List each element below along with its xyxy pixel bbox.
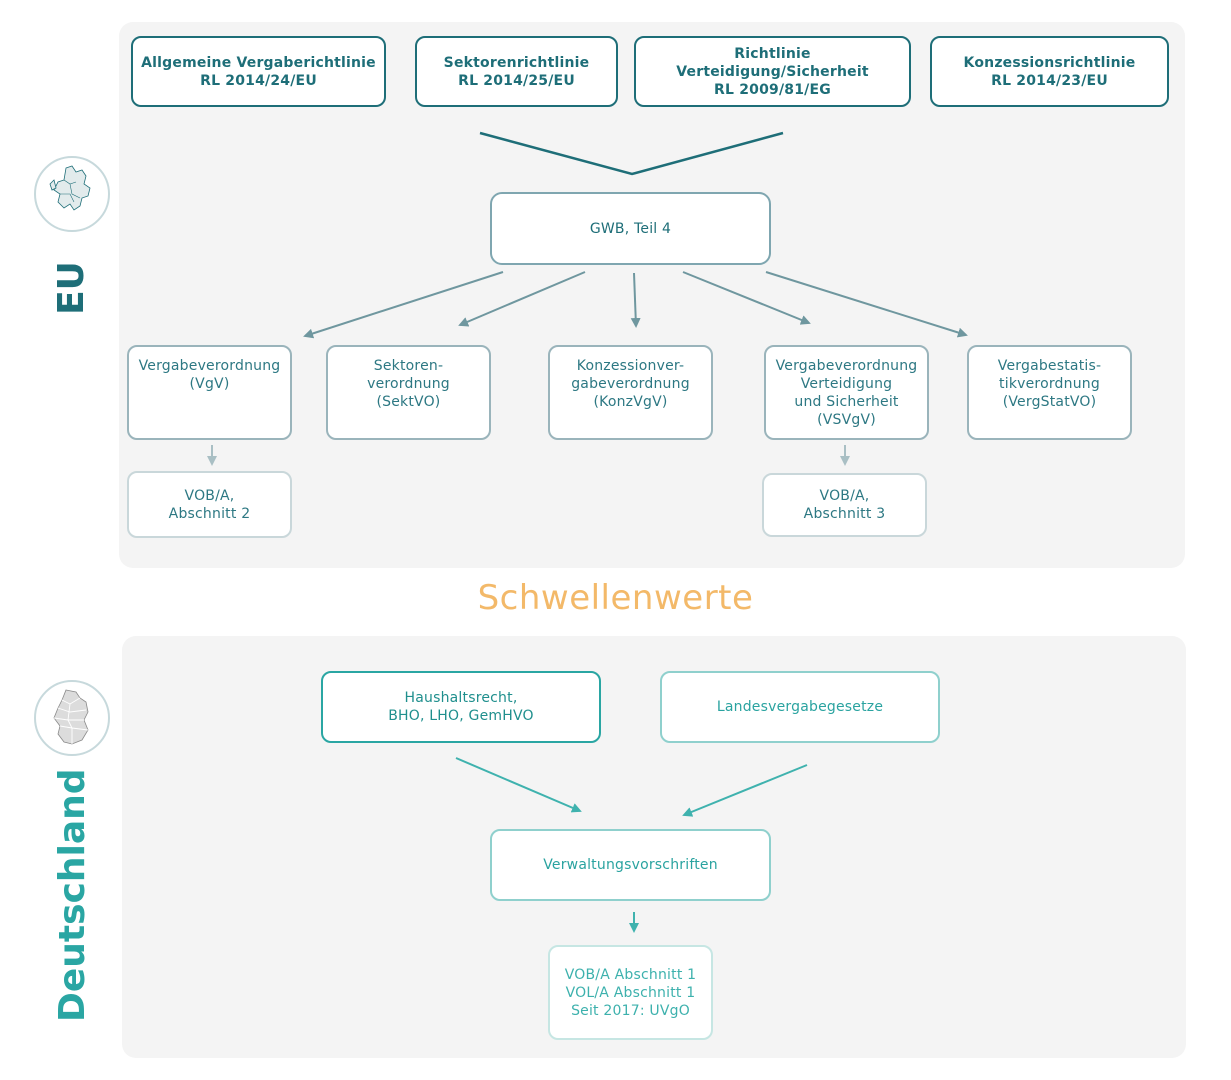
directive-sector-name: Sektorenrichtlinie (443, 54, 590, 71)
arrow-gwb-vgv (303, 271, 504, 339)
europe-map-icon (34, 156, 110, 232)
vob-section-3: VOB/A, Abschnitt 3 (762, 473, 927, 537)
ordinance-konzvgv-line: (KonzVgV) (593, 394, 668, 410)
ordinance-vgv-line: (VgV) (189, 376, 230, 392)
gwb-box: GWB, Teil 4 (490, 192, 771, 265)
ordinance-vergstatvo-line: tikverordnung (999, 376, 1100, 392)
vob-section-2-line: VOB/A, (184, 487, 235, 504)
directive-defence: Richtlinie Verteidigung/Sicherheit RL 20… (634, 36, 911, 107)
arrow-gwb-vsvgv (682, 271, 811, 325)
ordinance-vergstatvo-line: Vergabestatis- (997, 358, 1102, 374)
eu-panel (119, 22, 1185, 568)
directive-funnel-line (479, 131, 784, 176)
national-rules-line: VOB/A Abschnitt 1 (564, 966, 697, 983)
vob-section-3-line: Abschnitt 3 (803, 506, 886, 522)
administrative-regulations-box: Verwaltungsvorschriften (490, 829, 771, 901)
arrow-gwb-konzvgv (630, 272, 641, 328)
directive-sector-code: RL 2014/25/EU (458, 72, 575, 89)
directive-general: Allgemeine Vergaberichtlinie RL 2014/24/… (131, 36, 386, 107)
ordinance-vsvgv-line: und Sicherheit (794, 394, 899, 410)
directive-general-name: Allgemeine Vergaberichtlinie (141, 54, 376, 71)
directive-concession-code: RL 2014/23/EU (991, 72, 1108, 89)
budget-law-line: BHO, LHO, GemHVO (388, 708, 534, 724)
directive-general-code: RL 2014/24/EU (200, 72, 317, 89)
germany-map-icon (34, 680, 110, 756)
national-rules-line: VOL/A Abschnitt 1 (565, 984, 696, 1001)
ordinance-sektvo-line: (SektVO) (376, 394, 441, 410)
national-rules-box: VOB/A Abschnitt 1 VOL/A Abschnitt 1 Seit… (548, 945, 713, 1040)
ordinance-vsvgv-line: (VSVgV) (817, 412, 876, 428)
directive-defence-name: Richtlinie Verteidigung/Sicherheit (676, 45, 869, 80)
ordinance-konzvgv-line: Konzessionver- (576, 358, 685, 374)
gwb-label: GWB, Teil 4 (589, 220, 672, 237)
state-procurement-laws-label: Landesvergabegesetze (716, 699, 884, 715)
directive-sector: Sektorenrichtlinie RL 2014/25/EU (415, 36, 618, 107)
budget-law-line: Haushaltsrecht, (404, 690, 518, 706)
ordinance-konzvgv-line: gabeverordnung (571, 376, 690, 392)
ordinance-vergstatvo-line: (VergStatVO) (1002, 394, 1097, 410)
ordinance-vsvgv-line: Vergabeverordnung (775, 358, 918, 374)
vob-section-3-line: VOB/A, (819, 488, 870, 504)
ordinance-vgv-line: Vergabeverordnung (138, 358, 281, 374)
ordinance-vergstatvo: Vergabestatis- tikverordnung (VergStatVO… (967, 345, 1132, 440)
arrow-haushalt-verwaltung (455, 757, 582, 813)
directive-concession: Konzessionsrichtlinie RL 2014/23/EU (930, 36, 1169, 107)
national-rules-line: Seit 2017: UVgO (571, 1002, 690, 1019)
arrow-landes-verwaltung (682, 764, 808, 817)
ordinance-sektvo: Sektoren- verordnung (SektVO) (326, 345, 491, 440)
arrow-gwb-vergstatvo (765, 271, 968, 338)
arrow-gwb-sektvo (458, 271, 586, 327)
vob-section-2-line: Abschnitt 2 (168, 505, 251, 522)
ordinance-vsvgv: Vergabeverordnung Verteidigung und Siche… (764, 345, 929, 440)
directive-concession-name: Konzessionsrichtlinie (963, 54, 1136, 71)
ordinance-konzvgv: Konzessionver- gabeverordnung (KonzVgV) (548, 345, 713, 440)
administrative-regulations-label: Verwaltungsvorschriften (543, 857, 718, 873)
state-procurement-laws-box: Landesvergabegesetze (660, 671, 940, 743)
ordinance-vgv: Vergabeverordnung (VgV) (127, 345, 292, 440)
ordinance-vsvgv-line: Verteidigung (800, 376, 893, 392)
ordinance-sektvo-line: verordnung (367, 376, 450, 392)
ordinance-sektvo-line: Sektoren- (373, 358, 444, 374)
threshold-label: Schwellenwerte (477, 578, 754, 618)
directive-defence-code: RL 2009/81/EG (714, 81, 831, 98)
vob-section-2: VOB/A, Abschnitt 2 (127, 471, 292, 538)
budget-law-box: Haushaltsrecht, BHO, LHO, GemHVO (321, 671, 601, 743)
